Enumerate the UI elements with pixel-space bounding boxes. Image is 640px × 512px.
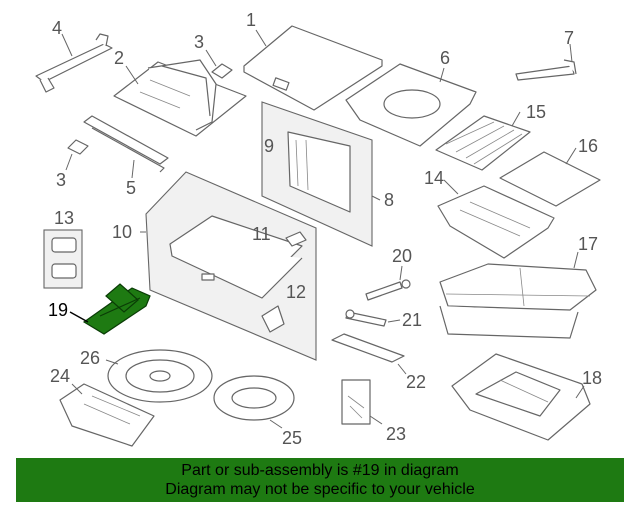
part-6-tub [345,63,477,147]
callout-4: 4 [52,18,62,38]
part-17-mat-panels [439,251,597,339]
callout-14: 14 [424,168,444,188]
callout-6: 6 [440,48,450,68]
callout-18: 18 [582,368,602,388]
callout-8: 8 [384,190,394,210]
parts-diagram: 1 2 3 3 4 5 6 7 8 9 10 11 12 13 14 15 16… [35,10,602,448]
part-24-spare-well [59,383,155,447]
part-5-trim [83,115,169,179]
part-19-jack [69,283,151,335]
callout-3-top: 3 [194,32,204,52]
callout-12: 12 [286,282,306,302]
banner-line-1: Part or sub-assembly is #19 in diagram [181,462,459,479]
callout-3-bottom: 3 [56,170,66,190]
callout-5: 5 [126,178,136,198]
callout-17: 17 [578,234,598,254]
callout-15: 15 [526,102,546,122]
callout-24: 24 [50,366,70,386]
callout-26: 26 [80,348,100,368]
box-13-pads [43,229,83,289]
part-2-tray [113,59,247,137]
callout-22: 22 [406,372,426,392]
callout-9: 9 [264,136,274,156]
callout-23: 23 [386,424,406,444]
part-21-tool [345,309,401,327]
box-10-cover [140,171,317,361]
callout-20: 20 [392,246,412,266]
part-22-bar [331,333,407,375]
callout-11: 11 [252,224,271,244]
part-15-grid-mat [435,111,531,171]
part-16-mat [499,147,601,207]
part-14-liner [437,179,555,259]
part-18-floor-frame [451,353,591,441]
callout-19: 19 [48,300,68,320]
callout-2: 2 [114,48,124,68]
callout-1: 1 [246,10,256,30]
part-7-hook [515,43,577,81]
callout-10: 10 [112,222,132,242]
part-4-rail [35,33,113,93]
callout-16: 16 [578,136,598,156]
part-20-wrench [365,265,411,301]
part-25-tool-tray [213,375,295,429]
part-3-clip-top [205,49,233,79]
box-8-9-net [261,101,381,247]
part-1-floor-board [243,25,383,111]
part-3-clip-bottom [65,139,89,171]
callout-13: 13 [54,208,74,228]
callout-7: 7 [564,28,574,48]
callout-21: 21 [402,310,422,330]
part-26-spare-wheel [105,349,213,403]
banner-line-2: Diagram may not be specific to your vehi… [165,481,475,498]
info-banner: Part or sub-assembly is #19 in diagram D… [16,458,624,502]
part-23-bag [341,379,383,425]
callout-25: 25 [282,428,302,448]
